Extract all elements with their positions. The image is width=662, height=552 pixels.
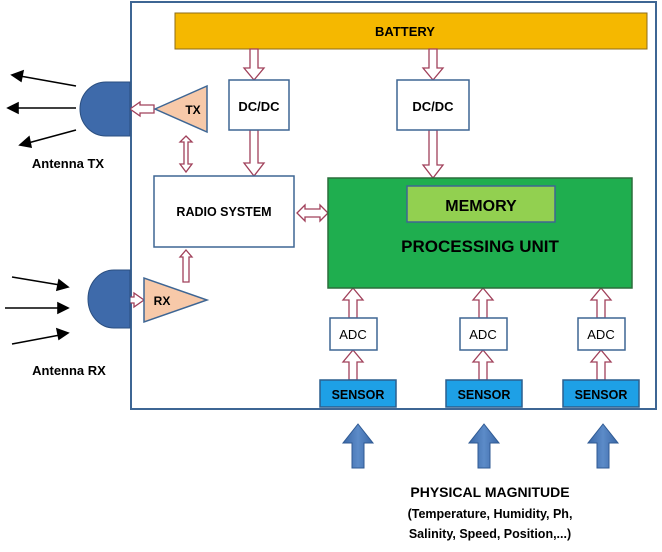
dcdc-left-box [228,79,290,131]
radio-system-label: RADIO SYSTEM [176,205,271,219]
power-arrows [119,48,613,381]
sensor-3-label: SENSOR [575,388,628,402]
sensor-1-label: SENSOR [332,388,385,402]
tx-label: TX [185,103,200,117]
arrow-adc1-to-processing [341,286,365,319]
rx-amplifier [143,276,210,324]
physical-input-arrows [341,423,620,469]
sensor-2-label: SENSOR [458,388,511,402]
adc-2-label: ADC [469,327,496,342]
rx-wave-arrows [5,276,70,345]
arrow-battery-to-dcdc-left [242,48,266,82]
adc-2-box [459,317,508,351]
adc-3-label: ADC [587,327,614,342]
sensor-2-box [445,379,523,408]
physical-arrow-2 [467,423,501,469]
physical-magnitude-title: PHYSICAL MAGNITUDE [410,484,569,500]
adc-1-box [329,317,378,351]
arrow-sensor1-to-adc [341,348,365,381]
rx-label: RX [154,294,171,308]
adc-3-box [577,317,626,351]
adc-1-label: ADC [339,327,366,342]
memory-box [406,185,556,223]
sensor-3-box [562,379,640,408]
arrow-adc2-to-processing [471,286,495,319]
arrow-dcdc-to-radio [242,129,266,178]
arrow-dcdc-to-processing [421,129,445,180]
physical-magnitude-examples-line2: Salinity, Speed, Position,...) [409,527,571,541]
arrow-sensor3-to-adc [589,348,613,381]
antenna-rx-icon [87,269,131,329]
battery-block [174,12,648,50]
arrow-rx-to-radio [178,249,194,283]
physical-magnitude-examples-line1: (Temperature, Humidity, Ph, [408,507,573,521]
radio-system-box [153,175,295,248]
arrow-battery-to-dcdc-right [421,48,445,82]
antenna-tx-label: Antenna TX [32,156,105,171]
battery-label: BATTERY [375,24,435,39]
physical-arrow-1 [341,423,375,469]
tx-amplifier [153,84,208,134]
memory-label: MEMORY [445,198,517,215]
dcdc-left-label: DC/DC [238,99,280,114]
arrow-sensor2-to-adc [471,348,495,381]
sensor-1-box [319,379,397,408]
arrow-tx-radio [178,135,194,174]
arrow-adc3-to-processing [589,286,613,319]
dcdc-right-label: DC/DC [412,99,454,114]
processing-unit-label: PROCESSING UNIT [401,237,559,256]
physical-arrow-3 [586,423,620,469]
antenna-tx-icon [79,81,131,137]
tx-wave-arrows [6,69,77,148]
antenna-rx-label: Antenna RX [32,363,106,378]
dcdc-right-box [396,79,470,131]
